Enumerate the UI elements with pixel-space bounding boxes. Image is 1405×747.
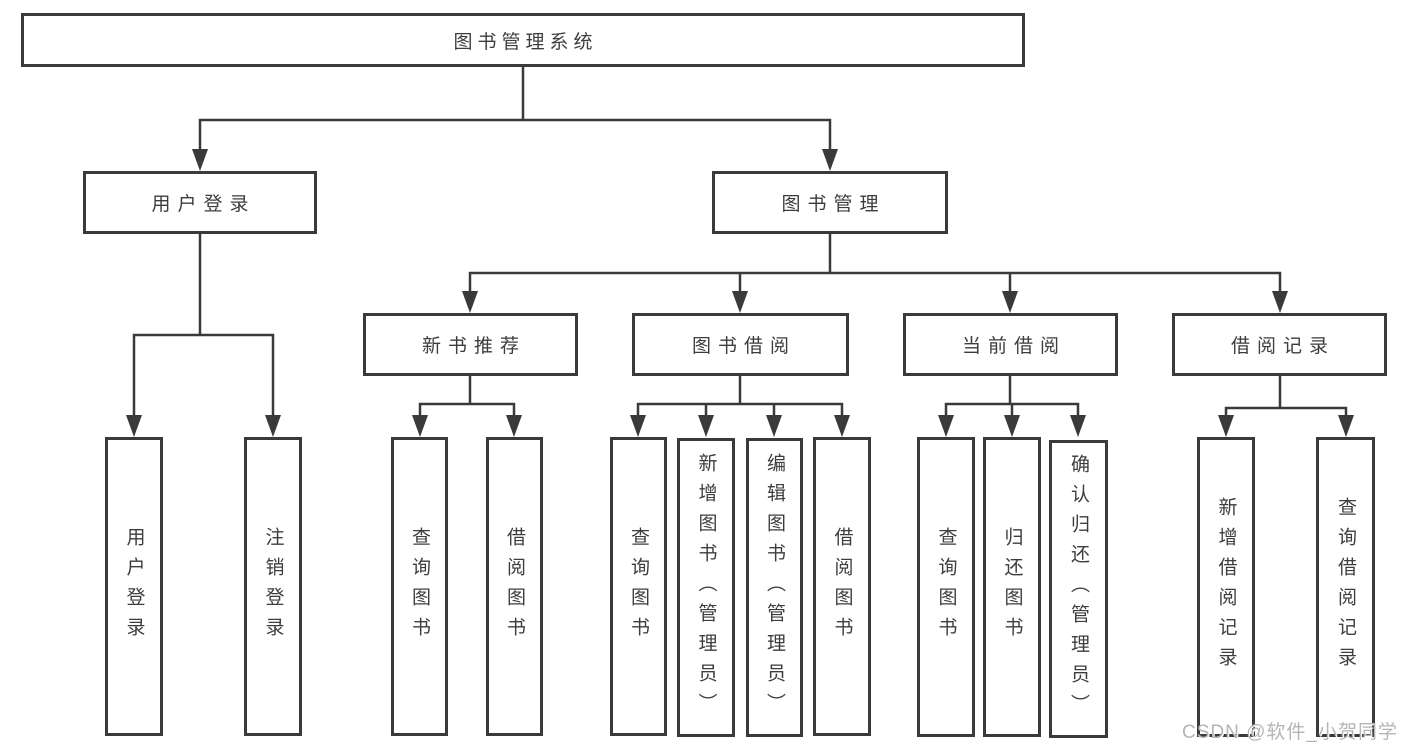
connector-borrow-records-branch [1218, 374, 1354, 437]
connector-book-management-branch [462, 232, 1288, 313]
node-label: 查询借阅记录 [1335, 497, 1356, 677]
node-leaf-edit-books-admin: 编辑图书（管理员） [746, 438, 803, 737]
node-new-book-recommend: 新书推荐 [363, 313, 578, 376]
node-label: 借阅记录 [1230, 336, 1335, 357]
node-current-borrow: 当前借阅 [903, 313, 1118, 376]
csdn-watermark: CSDN @软件_小贺同学 [1182, 722, 1398, 743]
node-label: 图书借阅 [691, 336, 796, 357]
node-label: 新增借阅记录 [1215, 497, 1237, 677]
node-label: 新书推荐 [421, 336, 526, 357]
node-label: 用户登录 [123, 526, 145, 647]
node-leaf-confirm-return-admin: 确认归还（管理员） [1049, 440, 1108, 738]
node-leaf-query-borrow-record: 查询借阅记录 [1316, 437, 1375, 737]
node-user-login: 用户登录 [83, 171, 317, 234]
node-label: 借阅图书 [831, 526, 853, 647]
node-leaf-user-login: 用户登录 [105, 437, 163, 736]
node-label: 查询图书 [628, 526, 649, 647]
node-leaf-logout: 注销登录 [244, 437, 302, 736]
node-borrow-records: 借阅记录 [1172, 313, 1387, 376]
node-label: 当前借阅 [961, 336, 1066, 357]
node-label: 注销登录 [262, 526, 284, 647]
node-label: 编辑图书（管理员） [764, 452, 785, 723]
node-book-management: 图书管理 [712, 171, 948, 234]
node-leaf-query-books-current: 查询图书 [917, 437, 975, 737]
node-leaf-add-borrow-record: 新增借阅记录 [1197, 437, 1255, 737]
connector-current-borrow-branch [938, 374, 1086, 437]
node-leaf-query-books-borrow: 查询图书 [610, 437, 667, 736]
node-label: 新增图书（管理员） [695, 452, 717, 723]
node-label: 图书管理系统 [453, 31, 598, 53]
node-leaf-return-books: 归还图书 [983, 437, 1041, 737]
node-leaf-borrow-books-newbook: 借阅图书 [486, 437, 543, 736]
node-label: 确认归还（管理员） [1068, 454, 1089, 724]
connector-user-login-branch [126, 232, 281, 437]
node-leaf-add-books-admin: 新增图书（管理员） [677, 438, 735, 737]
node-label: 图书管理 [781, 194, 886, 215]
connector-root-to-level2 [192, 65, 838, 171]
node-leaf-query-books-newbook: 查询图书 [391, 437, 448, 736]
node-label: 查询图书 [409, 526, 430, 647]
node-label: 借阅图书 [504, 526, 525, 647]
node-leaf-borrow-books-borrow: 借阅图书 [813, 437, 871, 736]
node-book-borrow: 图书借阅 [632, 313, 849, 376]
node-label: 用户登录 [151, 194, 256, 215]
node-root-library-system: 图书管理系统 [21, 13, 1025, 67]
node-label: 查询图书 [935, 527, 957, 647]
node-label: 归还图书 [1001, 527, 1023, 647]
connector-new-book-branch [412, 374, 522, 437]
connector-book-borrow-branch [630, 374, 850, 437]
